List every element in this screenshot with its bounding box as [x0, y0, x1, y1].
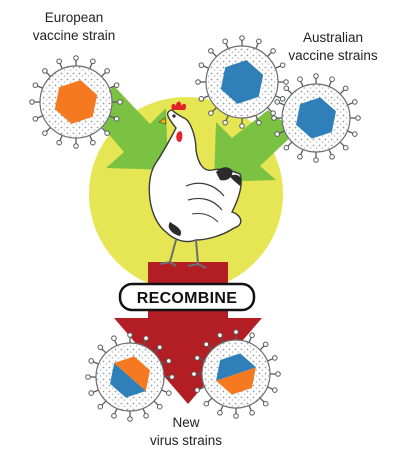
new-strains-label-line1: New — [172, 415, 199, 430]
australian-label-line2: vaccine strains — [288, 48, 378, 63]
european-label-line1: European — [45, 10, 104, 25]
recombine-badge: RECOMBINE — [118, 282, 256, 312]
chicken-icon — [148, 101, 242, 269]
australian-virus-icon — [271, 73, 361, 163]
recombinant-virus-icon — [85, 332, 175, 422]
recombine-label: RECOMBINE — [137, 290, 238, 307]
australian-virus-icon — [195, 35, 289, 129]
recombinant-virus-icon — [191, 329, 281, 419]
green-arrow-right — [214, 110, 296, 182]
new-strains-label-line2: virus strains — [150, 433, 222, 448]
european-virus-icon — [29, 55, 123, 149]
european-label-line2: vaccine strain — [33, 28, 116, 43]
australian-label-line1: Australian — [303, 30, 363, 45]
